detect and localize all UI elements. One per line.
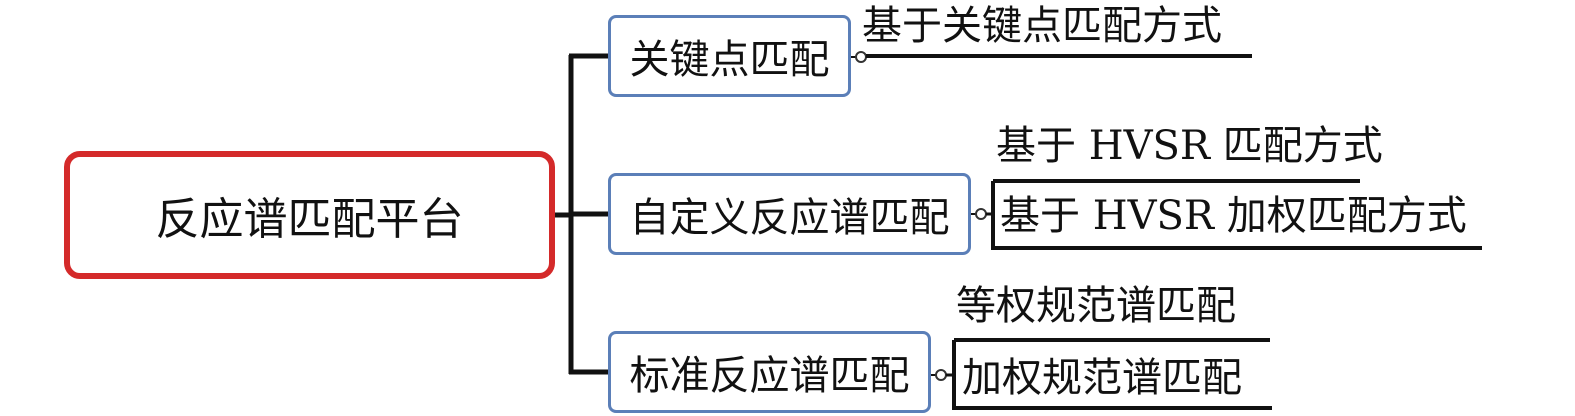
branch-node-keypoint[interactable]: 关键点匹配 bbox=[608, 15, 851, 97]
leaf-node-weighted-code-spectrum[interactable]: 加权规范谱匹配 bbox=[962, 355, 1242, 401]
branch1-collapse-icon bbox=[855, 51, 867, 63]
branch-node-label: 自定义反应谱匹配 bbox=[629, 195, 950, 241]
leaf-node-hvsr-weighted-method[interactable]: 基于 HVSR 加权匹配方式 bbox=[1000, 193, 1467, 239]
root-node-label: 反应谱匹配平台 bbox=[155, 194, 464, 245]
leaf-node-equal-weight-code-spectrum[interactable]: 等权规范谱匹配 bbox=[956, 283, 1236, 329]
branch2-collapse-icon bbox=[975, 208, 987, 220]
leaf-node-hvsr-method[interactable]: 基于 HVSR 匹配方式 bbox=[996, 123, 1383, 169]
branch-node-label: 关键点匹配 bbox=[629, 37, 830, 83]
branch-node-standard-spectrum[interactable]: 标准反应谱匹配 bbox=[608, 331, 931, 413]
branch-node-label: 标准反应谱匹配 bbox=[629, 353, 910, 399]
root-node[interactable]: 反应谱匹配平台 bbox=[64, 151, 555, 279]
branch-node-custom-spectrum[interactable]: 自定义反应谱匹配 bbox=[608, 173, 971, 255]
branch3-collapse-icon bbox=[935, 369, 947, 381]
leaf-node-keypoint-method[interactable]: 基于关键点匹配方式 bbox=[862, 3, 1222, 49]
